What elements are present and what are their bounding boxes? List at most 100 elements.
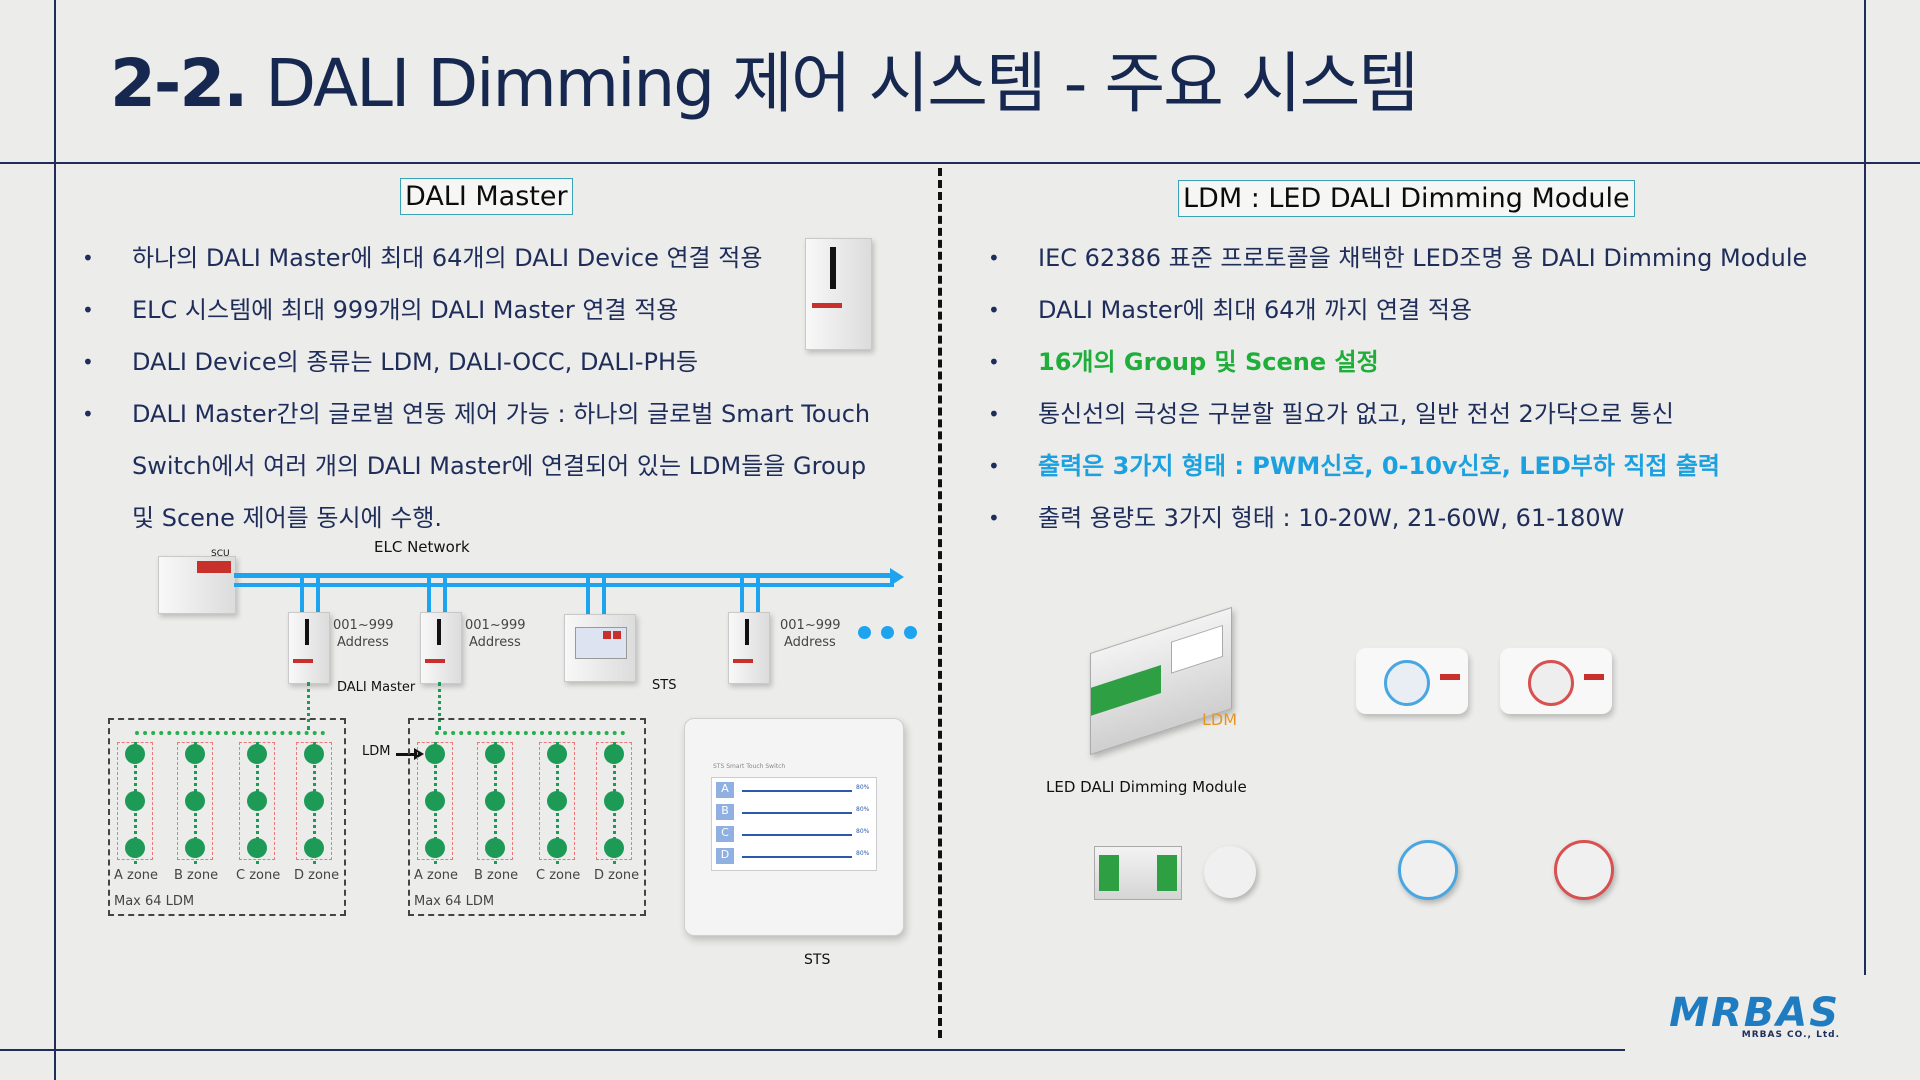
- network-line: [234, 573, 894, 578]
- ldm-node: [485, 791, 505, 811]
- ellipsis-dot: [858, 626, 871, 639]
- ldm-group-box: A zone B zone C zone D zone Max 64 LDM: [108, 718, 346, 916]
- zone-label: C zone: [536, 868, 581, 883]
- bullet-item: •통신선의 극성은 구분할 필요가 없고, 일반 전선 2가닥으로 통신: [988, 400, 1674, 428]
- network-line: [234, 583, 894, 587]
- dali-master-device: [728, 612, 770, 684]
- ldm-bullets: •IEC 62386 표준 프로토콜을 채택한 LED조명 용 DALI Dim…: [988, 232, 1808, 544]
- network-arrowhead: [890, 568, 904, 586]
- dali-master-label: DALI Master: [337, 680, 416, 695]
- dali-master-product-image: [805, 238, 872, 350]
- bullet-item: •ELC 시스템에 최대 999개의 DALI Master 연결 적용: [82, 296, 679, 324]
- address-range: 001~999: [333, 618, 394, 633]
- bullet-item: •하나의 DALI Master에 최대 64개의 DALI Device 연결…: [82, 244, 763, 272]
- bullet-continuation: 및 Scene 제어를 동시에 수행.: [132, 504, 443, 532]
- max-ldm-label: Max 64 LDM: [414, 894, 495, 909]
- ldm-arrow: [396, 753, 416, 756]
- max-ldm-label: Max 64 LDM: [114, 894, 195, 909]
- ldm-node: [547, 838, 567, 858]
- sts-panel-large: STS Smart Touch Switch A 80% B 80% C 80%…: [684, 718, 904, 936]
- ldm-small-module-image: [1094, 846, 1182, 900]
- sts-panel-title: STS Smart Touch Switch: [713, 763, 786, 770]
- top-rule: [0, 162, 1920, 164]
- ldm-node: [304, 838, 324, 858]
- address-word: Address: [337, 635, 389, 650]
- ldm-heading: LDM : LED DALI Dimming Module: [1178, 180, 1635, 217]
- ellipsis-dot: [904, 626, 917, 639]
- address-range: 001~999: [780, 618, 841, 633]
- scu-device: SCU: [158, 549, 236, 614]
- ldm-label: LDM: [362, 744, 391, 759]
- ldm-node: [425, 838, 445, 858]
- sts-row: A 80%: [716, 782, 872, 800]
- bullet-item: •IEC 62386 표준 프로토콜을 채택한 LED조명 용 DALI Dim…: [988, 244, 1808, 272]
- ldm-node: [485, 838, 505, 858]
- bullet-item: •DALI Master에 최대 64개 까지 연결 적용: [988, 296, 1472, 324]
- bullet-item: •DALI Master간의 글로벌 연동 제어 가능 : 하나의 글로벌 Sm…: [82, 400, 871, 428]
- dali-master-device: [288, 612, 330, 684]
- elc-network-label: ELC Network: [374, 538, 470, 556]
- ldm-group-box: A zone B zone C zone D zone Max 64 LDM: [408, 718, 646, 916]
- section-divider: [938, 168, 942, 1038]
- sts-percent: 80%: [856, 784, 870, 791]
- ldm-node: [604, 791, 624, 811]
- left-rule: [54, 0, 56, 1080]
- ldm-image-label: LDM: [1202, 710, 1238, 729]
- ldm-node: [304, 744, 324, 764]
- ldm-node: [485, 744, 505, 764]
- ldm-node: [185, 744, 205, 764]
- dali-master-heading: DALI Master: [400, 178, 573, 215]
- logo-text: MRBAS: [1669, 990, 1840, 1036]
- zone-label: C zone: [236, 868, 281, 883]
- bottom-rule: [0, 1049, 1625, 1051]
- occupancy-sensor-blue: [1356, 648, 1468, 714]
- ldm-node: [547, 791, 567, 811]
- title-text: DALI Dimming 제어 시스템 - 주요 시스템: [265, 45, 1419, 122]
- dali-master-device: [420, 612, 462, 684]
- ldm-node: [185, 791, 205, 811]
- ldm-node: [125, 744, 145, 764]
- page-title: 2-2. DALI Dimming 제어 시스템 - 주요 시스템: [110, 30, 1419, 126]
- ldm-node: [425, 791, 445, 811]
- ldm-node: [425, 744, 445, 764]
- sts-device-small: [564, 614, 636, 682]
- ldm-node: [247, 744, 267, 764]
- sensor-probe-red: [1554, 840, 1614, 900]
- zone-label: D zone: [294, 868, 340, 883]
- bullet-continuation: Switch에서 여러 개의 DALI Master에 연결되어 있는 LDM들…: [132, 452, 867, 480]
- sts-label: STS: [652, 678, 677, 693]
- bullet-item: •16개의 Group 및 Scene 설정: [988, 348, 1379, 376]
- sts-percent: 80%: [856, 828, 870, 835]
- ldm-node: [247, 838, 267, 858]
- zone-label: A zone: [414, 868, 459, 883]
- ldm-module-caption: LED DALI Dimming Module: [1046, 778, 1247, 796]
- zone-label: D zone: [594, 868, 640, 883]
- ldm-node: [604, 744, 624, 764]
- address-range: 001~999: [465, 618, 526, 633]
- zone-label: A zone: [114, 868, 159, 883]
- sensor-probe-white: [1204, 846, 1256, 898]
- sts-percent: 80%: [856, 806, 870, 813]
- bullet-item: •출력 용량도 3가지 형태 : 10-20W, 21-60W, 61-180W: [988, 504, 1625, 532]
- sts-bottom-label: STS: [804, 952, 831, 968]
- sts-row: B 80%: [716, 804, 872, 822]
- ldm-module-image: [1090, 606, 1232, 756]
- sts-percent: 80%: [856, 850, 870, 857]
- sensor-probe-blue: [1398, 840, 1458, 900]
- bullet-item: •출력은 3가지 형태 : PWM신호, 0-10v신호, LED부하 직접 출…: [988, 452, 1720, 480]
- title-number: 2-2.: [110, 45, 248, 122]
- occupancy-sensor-red: [1500, 648, 1612, 714]
- sts-row: C 80%: [716, 826, 872, 844]
- ellipsis-dot: [881, 626, 894, 639]
- ldm-node: [247, 791, 267, 811]
- address-word: Address: [784, 635, 836, 650]
- company-logo: MRBAS MRBAS CO., Ltd.: [1669, 990, 1840, 1040]
- right-rule: [1864, 0, 1866, 975]
- sts-screen: A 80% B 80% C 80% D 80%: [711, 777, 877, 871]
- dali-master-bullets: •하나의 DALI Master에 최대 64개의 DALI Device 연결…: [82, 232, 871, 544]
- ldm-node: [304, 791, 324, 811]
- logo-subtext: MRBAS CO., Ltd.: [1741, 1030, 1840, 1040]
- zone-label: B zone: [474, 868, 519, 883]
- address-word: Address: [469, 635, 521, 650]
- zone-label: B zone: [174, 868, 219, 883]
